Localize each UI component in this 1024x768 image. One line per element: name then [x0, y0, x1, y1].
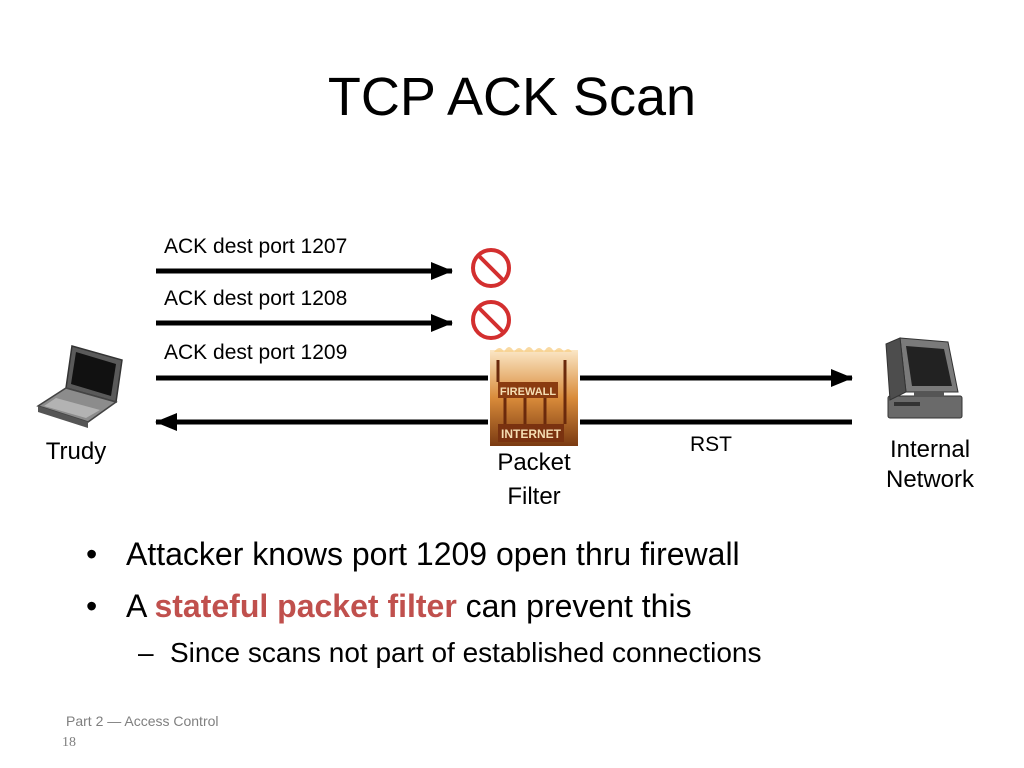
rst-label: RST	[690, 433, 732, 456]
packet-filter-label-line2: Filter	[507, 483, 561, 510]
probe-label-1208: ACK dest port 1208	[164, 287, 348, 310]
sub-bullet-text: Since scans not part of established conn…	[170, 637, 762, 668]
bullet-list: • Attacker knows port 1209 open thru fir…	[86, 532, 761, 670]
bullet-text: Attacker knows port 1209 open thru firew…	[126, 536, 740, 572]
slide-title: TCP ACK Scan	[327, 67, 697, 127]
internal-network-label-line1: Internal	[889, 436, 971, 463]
page-number: 18	[62, 735, 76, 750]
bullet-dot: •	[86, 536, 98, 572]
firewall-icon: FIREWALL INTERNET	[490, 347, 578, 446]
prohibited-icon	[471, 248, 511, 288]
desktop-computer-icon	[885, 337, 963, 419]
laptop-icon	[36, 345, 123, 428]
probe-label-1209: ACK dest port 1209	[164, 341, 348, 364]
probe-label-1207: ACK dest port 1207	[164, 235, 348, 258]
bullet-highlight: stateful packet filter	[154, 588, 457, 624]
firewall-image-text-top: FIREWALL	[500, 386, 556, 398]
sub-bullet-item: – Since scans not part of established co…	[86, 636, 761, 670]
bullet-item: • A stateful packet filter can prevent t…	[86, 584, 761, 628]
bullet-dot: •	[86, 588, 98, 624]
packet-filter-label-line1: Packet	[497, 449, 571, 476]
firewall-image-text-bottom: INTERNET	[501, 427, 562, 441]
internal-network-label-line2: Network	[885, 466, 975, 493]
attacker-label: Trudy	[45, 438, 107, 465]
footer-text: Part 2 — Access Control	[66, 713, 219, 729]
sub-bullet-dash: –	[138, 637, 154, 668]
bullet-text-suffix: can prevent this	[456, 588, 692, 624]
bullet-text-prefix: A	[126, 588, 155, 624]
bullet-item: • Attacker knows port 1209 open thru fir…	[86, 532, 761, 576]
prohibited-icon	[471, 300, 511, 340]
